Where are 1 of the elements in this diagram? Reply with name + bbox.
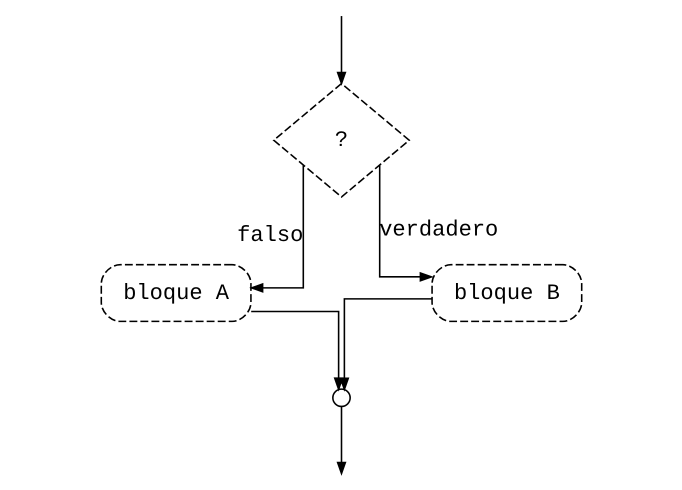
edge-label: falso <box>236 222 303 248</box>
